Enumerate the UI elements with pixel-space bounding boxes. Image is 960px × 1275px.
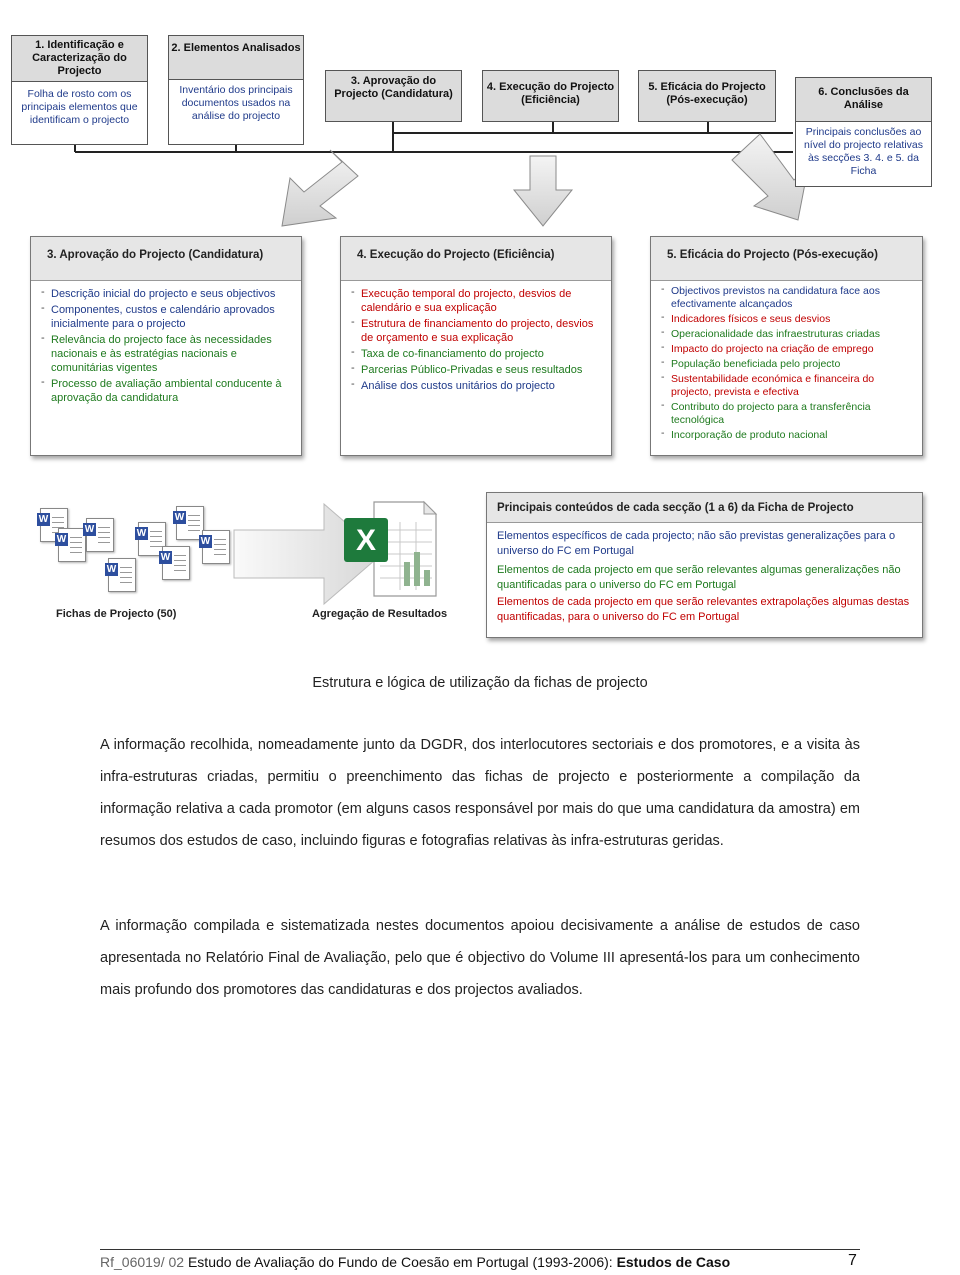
detail-box-title: 3. Aprovação do Projecto (Candidatura) [31,237,301,281]
box-body: Inventário dos principais documentos usa… [179,84,293,122]
list-item: Parcerias Público-Privadas e seus result… [351,361,605,377]
word-document-icon: W [105,558,136,592]
fichas-documents-group: W W W W W W W W [30,500,250,600]
legend-item: Elementos de cada projecto em que serão … [497,564,901,591]
list-item: Execução temporal do projecto, desvios d… [351,285,605,315]
word-document-icon: W [55,528,86,562]
top-box-conclusoes: 6. Conclusões da Análise Principais conc… [795,77,932,187]
detail-box-list: Execução temporal do projecto, desvios d… [341,281,611,393]
box-body: Principais conclusões ao nível do projec… [803,126,924,177]
detail-box-eficacia: 5. Eficácia do Projecto (Pós-execução) O… [650,236,923,456]
word-document-icon: W [199,530,230,564]
list-item: Objectivos previstos na candidatura face… [661,283,916,311]
word-document-icon: W [83,518,114,552]
box-title: 3. Aprovação do Projecto (Candidatura) [326,71,461,121]
top-box-elementos: 2. Elementos Analisados Inventário dos p… [168,35,304,145]
legend-item: Elementos específicos de cada projecto; … [497,530,896,557]
list-item: Operacionalidade das infraestruturas cri… [661,326,916,341]
figure-caption: Estrutura e lógica de utilização da fich… [312,675,648,691]
list-item: Relevância do projecto face às necessida… [41,331,295,375]
footer-text: Rf_06019/ 02 Estudo de Avaliação do Fund… [100,1254,730,1270]
box-title: 6. Conclusões da Análise [796,78,931,122]
svg-text:X: X [356,524,376,557]
box-title: 4. Execução do Projecto (Eficiência) [483,71,618,121]
list-item: Incorporação de produto nacional [661,427,916,442]
fichas-label: Fichas de Projecto (50) [56,608,177,620]
top-box-identificacao: 1. Identificação e Caracterização do Pro… [11,35,148,145]
word-document-icon: W [135,522,166,556]
body-paragraph: A informação compilada e sistematizada n… [100,918,860,998]
list-item: Processo de avaliação ambiental conducen… [41,375,295,405]
diagram-connectors [74,122,809,227]
word-document-icon: W [159,546,190,580]
footer-divider [100,1249,860,1250]
list-item: Análise dos custos unitários do projecto [351,377,605,393]
word-document-icon: W [173,506,204,540]
legend-item: Elementos de cada projecto em que serão … [497,596,910,623]
list-item: População beneficiada pelo projecto [661,356,916,371]
detail-box-title: 5. Eficácia do Projecto (Pós-execução) [651,237,922,281]
top-box-eficacia: 5. Eficácia do Projecto (Pós-execução) [638,70,776,122]
footer-title-bold: Estudos de Caso [616,1254,731,1270]
footer-code: Rf_06019/ 02 [100,1254,185,1270]
detail-box-title: 4. Execução do Projecto (Eficiência) [341,237,611,281]
page-number: 7 [848,1252,857,1269]
list-item: Sustentabilidade económica e financeira … [661,371,916,399]
detail-box-list: Objectivos previstos na candidatura face… [651,281,922,442]
box-title: 1. Identificação e Caracterização do Pro… [12,36,147,82]
agregacao-label: Agregação de Resultados [312,608,448,620]
excel-document-icon: X [340,500,440,598]
top-box-execucao: 4. Execução do Projecto (Eficiência) [482,70,619,122]
body-paragraph: A informação recolhida, nomeadamente jun… [100,737,860,849]
list-item: Componentes, custos e calendário aprovad… [41,301,295,331]
list-item: Estrutura de financiamento do projecto, … [351,315,605,345]
top-box-aprovacao: 3. Aprovação do Projecto (Candidatura) [325,70,462,122]
detail-box-aprovacao: 3. Aprovação do Projecto (Candidatura) D… [30,236,302,456]
detail-box-list: Descrição inicial do projecto e seus obj… [31,281,301,405]
list-item: Indicadores físicos e seus desvios [661,311,916,326]
box-body: Folha de rosto com os principais element… [21,88,138,126]
footer-title: Estudo de Avaliação do Fundo de Coesão e… [187,1254,613,1270]
box-title: 2. Elementos Analisados [169,36,303,80]
list-item: Descrição inicial do projecto e seus obj… [41,285,295,301]
legend-title: Principais conteúdos de cada secção (1 a… [487,493,922,523]
legend-box: Principais conteúdos de cada secção (1 a… [486,492,923,638]
list-item: Contributo do projecto para a transferên… [661,399,916,427]
list-item: Taxa de co-financiamento do projecto [351,345,605,361]
detail-box-execucao: 4. Execução do Projecto (Eficiência) Exe… [340,236,612,456]
box-title: 5. Eficácia do Projecto (Pós-execução) [639,71,775,121]
list-item: Impacto do projecto na criação de empreg… [661,341,916,356]
